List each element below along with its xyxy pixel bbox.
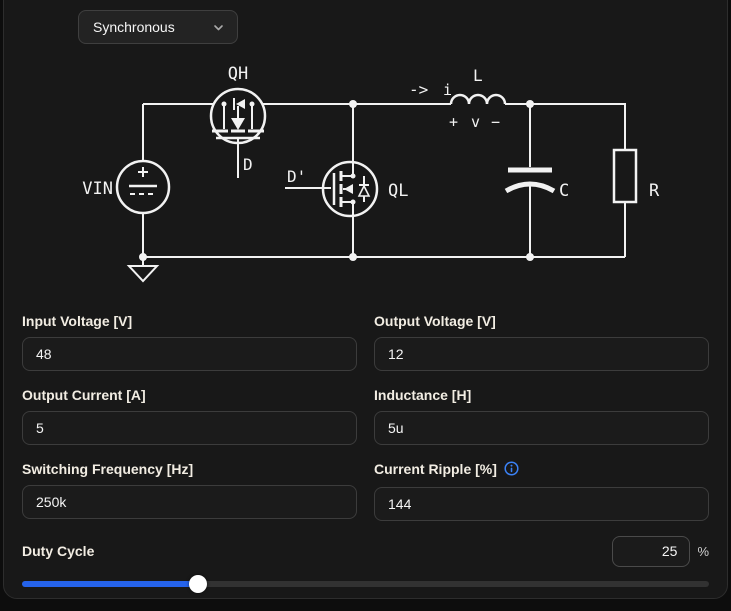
chevron-down-icon xyxy=(214,24,223,30)
volt-minus: − xyxy=(491,113,500,131)
field-switching-frequency: Switching Frequency [Hz] xyxy=(22,460,357,521)
volt-v: v xyxy=(471,113,480,131)
duty-cycle-label: Duty Cycle xyxy=(22,543,95,559)
field-output-voltage-label: Output Voltage [V] xyxy=(374,313,496,329)
qh-gate-label: D xyxy=(243,155,253,174)
field-output-voltage: Output Voltage [V] xyxy=(374,312,709,371)
field-current-ripple-input[interactable] xyxy=(374,487,709,521)
field-current-ripple: Current Ripple [%] xyxy=(374,460,709,521)
vin-label: VIN xyxy=(82,179,113,199)
volt-plus: + xyxy=(449,113,458,131)
field-inductance-input[interactable] xyxy=(374,411,709,445)
field-input-voltage-label: Input Voltage [V] xyxy=(22,313,133,329)
ql-mosfet xyxy=(285,160,379,218)
qh-mosfet xyxy=(209,87,267,178)
resistor xyxy=(612,148,638,204)
field-switching-frequency-label: Switching Frequency [Hz] xyxy=(22,461,194,477)
qh-label: QH xyxy=(228,64,248,84)
capacitor xyxy=(504,167,556,194)
duty-cycle-section: Duty Cycle % xyxy=(22,535,709,567)
field-inductance: Inductance [H] xyxy=(374,386,709,445)
parameters-form: Input Voltage [V] Output Voltage [V] Out… xyxy=(22,312,709,593)
inductor-label: L xyxy=(473,66,483,85)
field-output-current-input[interactable] xyxy=(22,411,357,445)
resistor-label: R xyxy=(649,181,660,201)
field-input-voltage: Input Voltage [V] xyxy=(22,312,357,371)
buck-converter-schematic: VIN QH D xyxy=(82,64,660,283)
inductor xyxy=(449,93,507,105)
duty-cycle-slider-fill xyxy=(22,581,198,587)
field-switching-frequency-input[interactable] xyxy=(22,485,357,519)
current-arrow: -> xyxy=(409,80,428,99)
field-output-current-label: Output Current [A] xyxy=(22,387,146,403)
wires xyxy=(142,103,626,258)
duty-cycle-slider-thumb[interactable] xyxy=(188,575,207,593)
current-label: i xyxy=(443,81,452,99)
field-current-ripple-label: Current Ripple [%] xyxy=(374,460,709,480)
topology-select[interactable]: Synchronous xyxy=(78,10,238,44)
duty-cycle-slider-track[interactable] xyxy=(22,581,709,587)
ql-label: QL xyxy=(388,181,408,201)
ql-gate-label: D' xyxy=(287,167,306,186)
topology-select-value: Synchronous xyxy=(93,19,175,35)
duty-cycle-unit: % xyxy=(697,543,709,559)
duty-cycle-value-input[interactable] xyxy=(612,535,691,567)
info-icon[interactable] xyxy=(504,461,519,480)
field-input-voltage-input[interactable] xyxy=(22,337,357,371)
junction-dots xyxy=(139,100,534,261)
field-output-current: Output Current [A] xyxy=(22,386,357,445)
capacitor-label: C xyxy=(559,181,569,201)
duty-cycle-slider[interactable] xyxy=(22,575,709,593)
field-inductance-label: Inductance [H] xyxy=(374,387,472,403)
field-output-voltage-input[interactable] xyxy=(374,337,709,371)
vin-source xyxy=(115,159,171,215)
